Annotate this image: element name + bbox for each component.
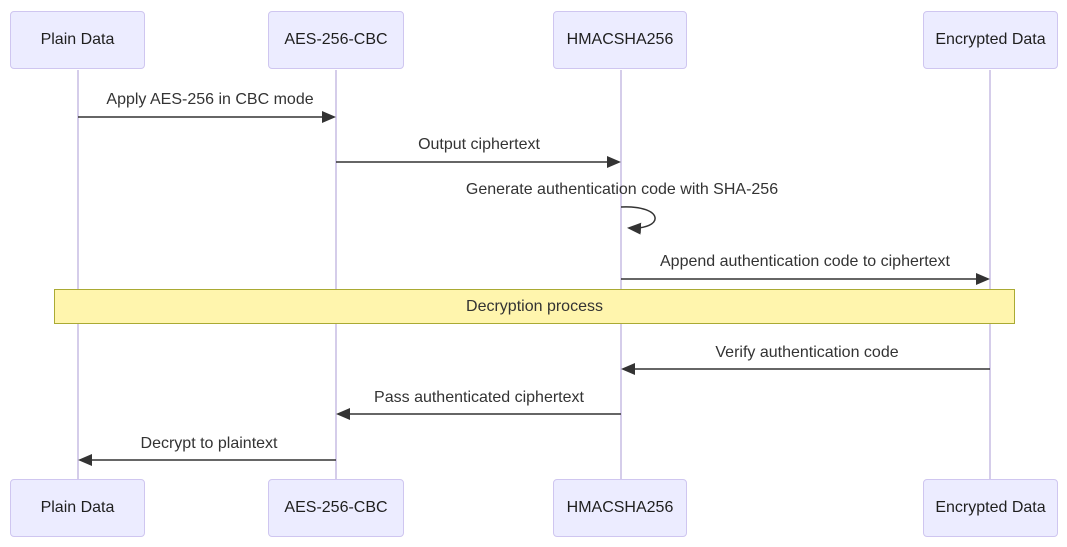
- message-label-apply-aes: Apply AES-256 in CBC mode: [106, 91, 314, 108]
- actor-box-hmacsha256-bottom: HMACSHA256: [553, 479, 687, 537]
- message-label-output-ciphertext: Output ciphertext: [418, 136, 540, 153]
- message-label-append-auth-code: Append authentication code to ciphertext: [660, 253, 950, 270]
- actor-box-aes-256-cbc-top: AES-256-CBC: [268, 11, 404, 69]
- self-loop-arrow-generate-auth-code: [620, 206, 656, 235]
- actor-label: AES-256-CBC: [284, 499, 388, 516]
- actor-box-plain-data-bottom: Plain Data: [10, 479, 145, 537]
- actor-label: Encrypted Data: [935, 499, 1046, 516]
- message-label-verify-auth-code: Verify authentication code: [715, 344, 899, 361]
- banner-label: Decryption process: [466, 297, 603, 315]
- actor-box-hmacsha256-top: HMACSHA256: [553, 11, 687, 69]
- actor-label: Encrypted Data: [935, 31, 1046, 48]
- actor-label: Plain Data: [40, 499, 115, 516]
- message-label-decrypt-plaintext: Decrypt to plaintext: [140, 435, 278, 452]
- decryption-process-banner: Decryption process: [54, 289, 1015, 324]
- actor-box-encrypted-data-bottom: Encrypted Data: [923, 479, 1058, 537]
- actor-box-encrypted-data-top: Encrypted Data: [923, 11, 1058, 69]
- message-label-pass-ciphertext: Pass authenticated ciphertext: [374, 389, 584, 406]
- actor-box-aes-256-cbc-bottom: AES-256-CBC: [268, 479, 404, 537]
- actor-label: Plain Data: [40, 31, 115, 48]
- actor-label: HMACSHA256: [566, 31, 674, 48]
- actor-box-plain-data-top: Plain Data: [10, 11, 145, 69]
- actor-label: HMACSHA256: [566, 499, 674, 516]
- message-label-generate-auth-code: Generate authentication code with SHA-25…: [465, 181, 779, 198]
- actor-label: AES-256-CBC: [284, 31, 388, 48]
